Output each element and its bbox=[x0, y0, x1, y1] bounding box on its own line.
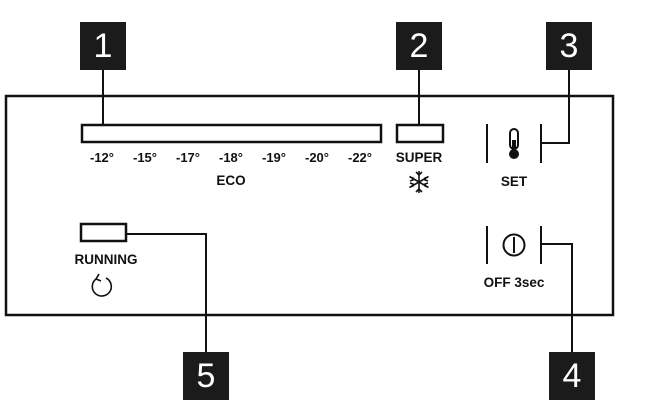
temperature-label: -15° bbox=[133, 150, 157, 165]
temperature-display-bar bbox=[80, 123, 383, 144]
circular-arrow-icon bbox=[91, 273, 113, 297]
off-3sec-label[interactable]: OFF 3sec bbox=[483, 275, 545, 290]
temperature-label: -12° bbox=[90, 150, 114, 165]
running-label: RUNNING bbox=[74, 252, 138, 267]
set-label[interactable]: SET bbox=[500, 174, 528, 189]
super-label: SUPER bbox=[395, 150, 443, 165]
temperature-label: -22° bbox=[348, 150, 372, 165]
power-icon bbox=[502, 233, 526, 257]
callout-4: 4 bbox=[549, 352, 595, 400]
thermometer-icon bbox=[509, 128, 519, 159]
callout-3-leader bbox=[541, 70, 570, 144]
panel-border bbox=[4, 94, 615, 317]
eco-label: ECO bbox=[216, 173, 246, 188]
temperature-label: -20° bbox=[305, 150, 329, 165]
snowflake-icon bbox=[409, 171, 429, 193]
callout-2: 2 bbox=[396, 22, 442, 70]
callout-5-leader bbox=[126, 233, 207, 352]
callout-1: 1 bbox=[80, 22, 126, 70]
callout-3: 3 bbox=[546, 22, 592, 70]
callout-4-leader bbox=[541, 243, 573, 352]
super-indicator bbox=[395, 123, 445, 144]
temperature-label: -19° bbox=[262, 150, 286, 165]
running-indicator bbox=[79, 222, 128, 243]
temperature-label: -17° bbox=[176, 150, 200, 165]
temperature-label: -18° bbox=[219, 150, 243, 165]
callout-5: 5 bbox=[183, 352, 229, 400]
